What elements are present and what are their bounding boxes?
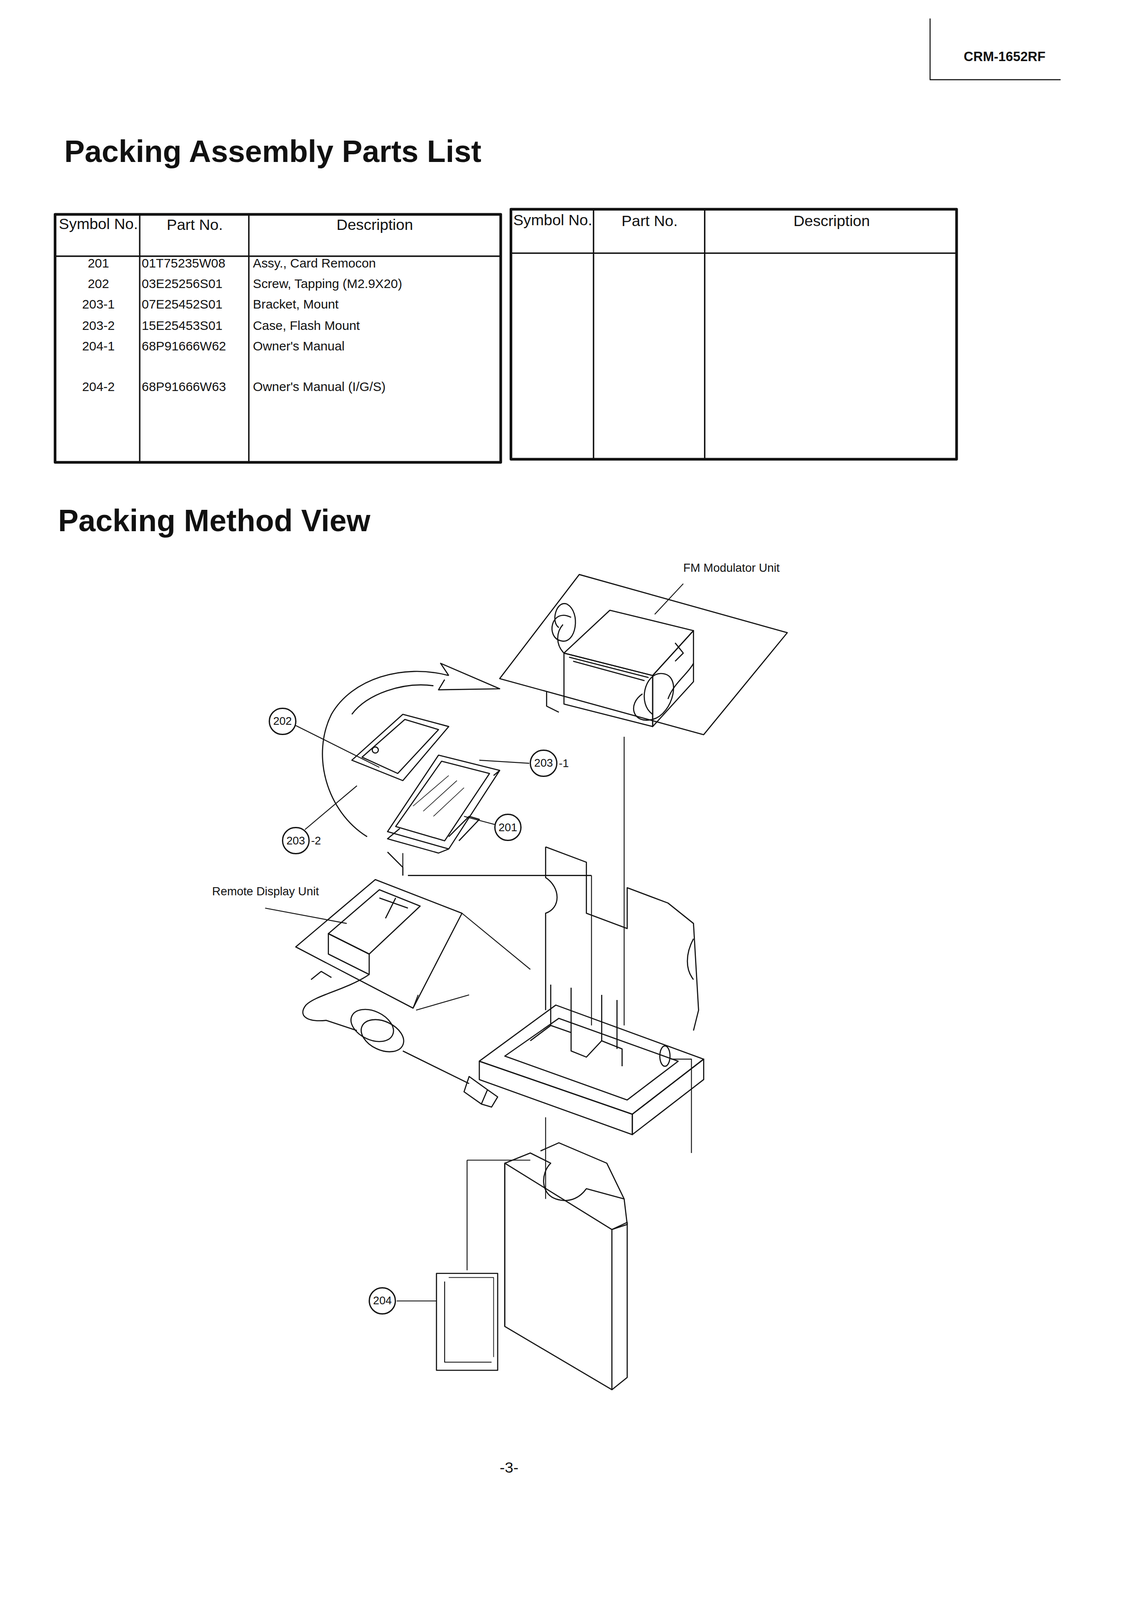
- table-cell: 203-2: [57, 318, 140, 333]
- callout-suffix: -2: [308, 833, 322, 848]
- model-number: CRM-1652RF: [963, 49, 1046, 65]
- callout-circle: 204: [368, 1286, 396, 1314]
- table-cell: 07E25452S01: [141, 296, 223, 312]
- table-cell: Owner's Manual: [252, 338, 345, 354]
- table-header: Part No.: [595, 212, 704, 230]
- part-label: Remote Display Unit: [212, 884, 320, 898]
- table-cell: 68P91666W63: [141, 379, 226, 394]
- table-header: Description: [706, 212, 957, 230]
- table-header: Symbol No.: [513, 212, 593, 229]
- table-cell: 03E25256S01: [141, 276, 223, 291]
- table-cell: 68P91666W62: [141, 338, 226, 354]
- table-cell: Owner's Manual (I/G/S): [252, 379, 386, 394]
- callout-circle: 203-1: [529, 749, 558, 777]
- table-cell: 201: [57, 255, 140, 271]
- table-header: Symbol No.: [57, 216, 140, 233]
- table-cell: 15E25453S01: [141, 318, 223, 333]
- page-number: -3-: [499, 1458, 519, 1476]
- table-cell: 01T75235W08: [141, 255, 226, 271]
- table-cell: Screw, Tapping (M2.9X20): [252, 276, 402, 291]
- callout-number: 203: [286, 833, 305, 848]
- table-header: Part No.: [142, 216, 247, 234]
- table-cell: Assy., Card Remocon: [252, 255, 376, 271]
- callout-circle: 202: [268, 707, 297, 735]
- callout-number: 202: [272, 714, 292, 728]
- callout-number: 203: [534, 756, 554, 770]
- table-cell: 203-1: [57, 296, 140, 312]
- part-label: FM Modulator Unit: [683, 560, 781, 575]
- section-heading: Packing Method View: [58, 502, 371, 538]
- callout-number: 204: [372, 1293, 392, 1307]
- table-header: Description: [250, 216, 499, 234]
- table-cell: Bracket, Mount: [252, 296, 339, 312]
- table-cell: Case, Flash Mount: [252, 318, 360, 333]
- table-cell: 202: [57, 276, 140, 291]
- callout-circle: 203-2: [281, 826, 310, 854]
- table-cell: 204-2: [57, 379, 140, 394]
- table-cell: 204-1: [57, 338, 140, 354]
- callout-circle: 201: [494, 813, 522, 841]
- page-title: Packing Assembly Parts List: [64, 133, 481, 169]
- callout-suffix: -1: [556, 756, 569, 770]
- callout-number: 201: [498, 820, 518, 834]
